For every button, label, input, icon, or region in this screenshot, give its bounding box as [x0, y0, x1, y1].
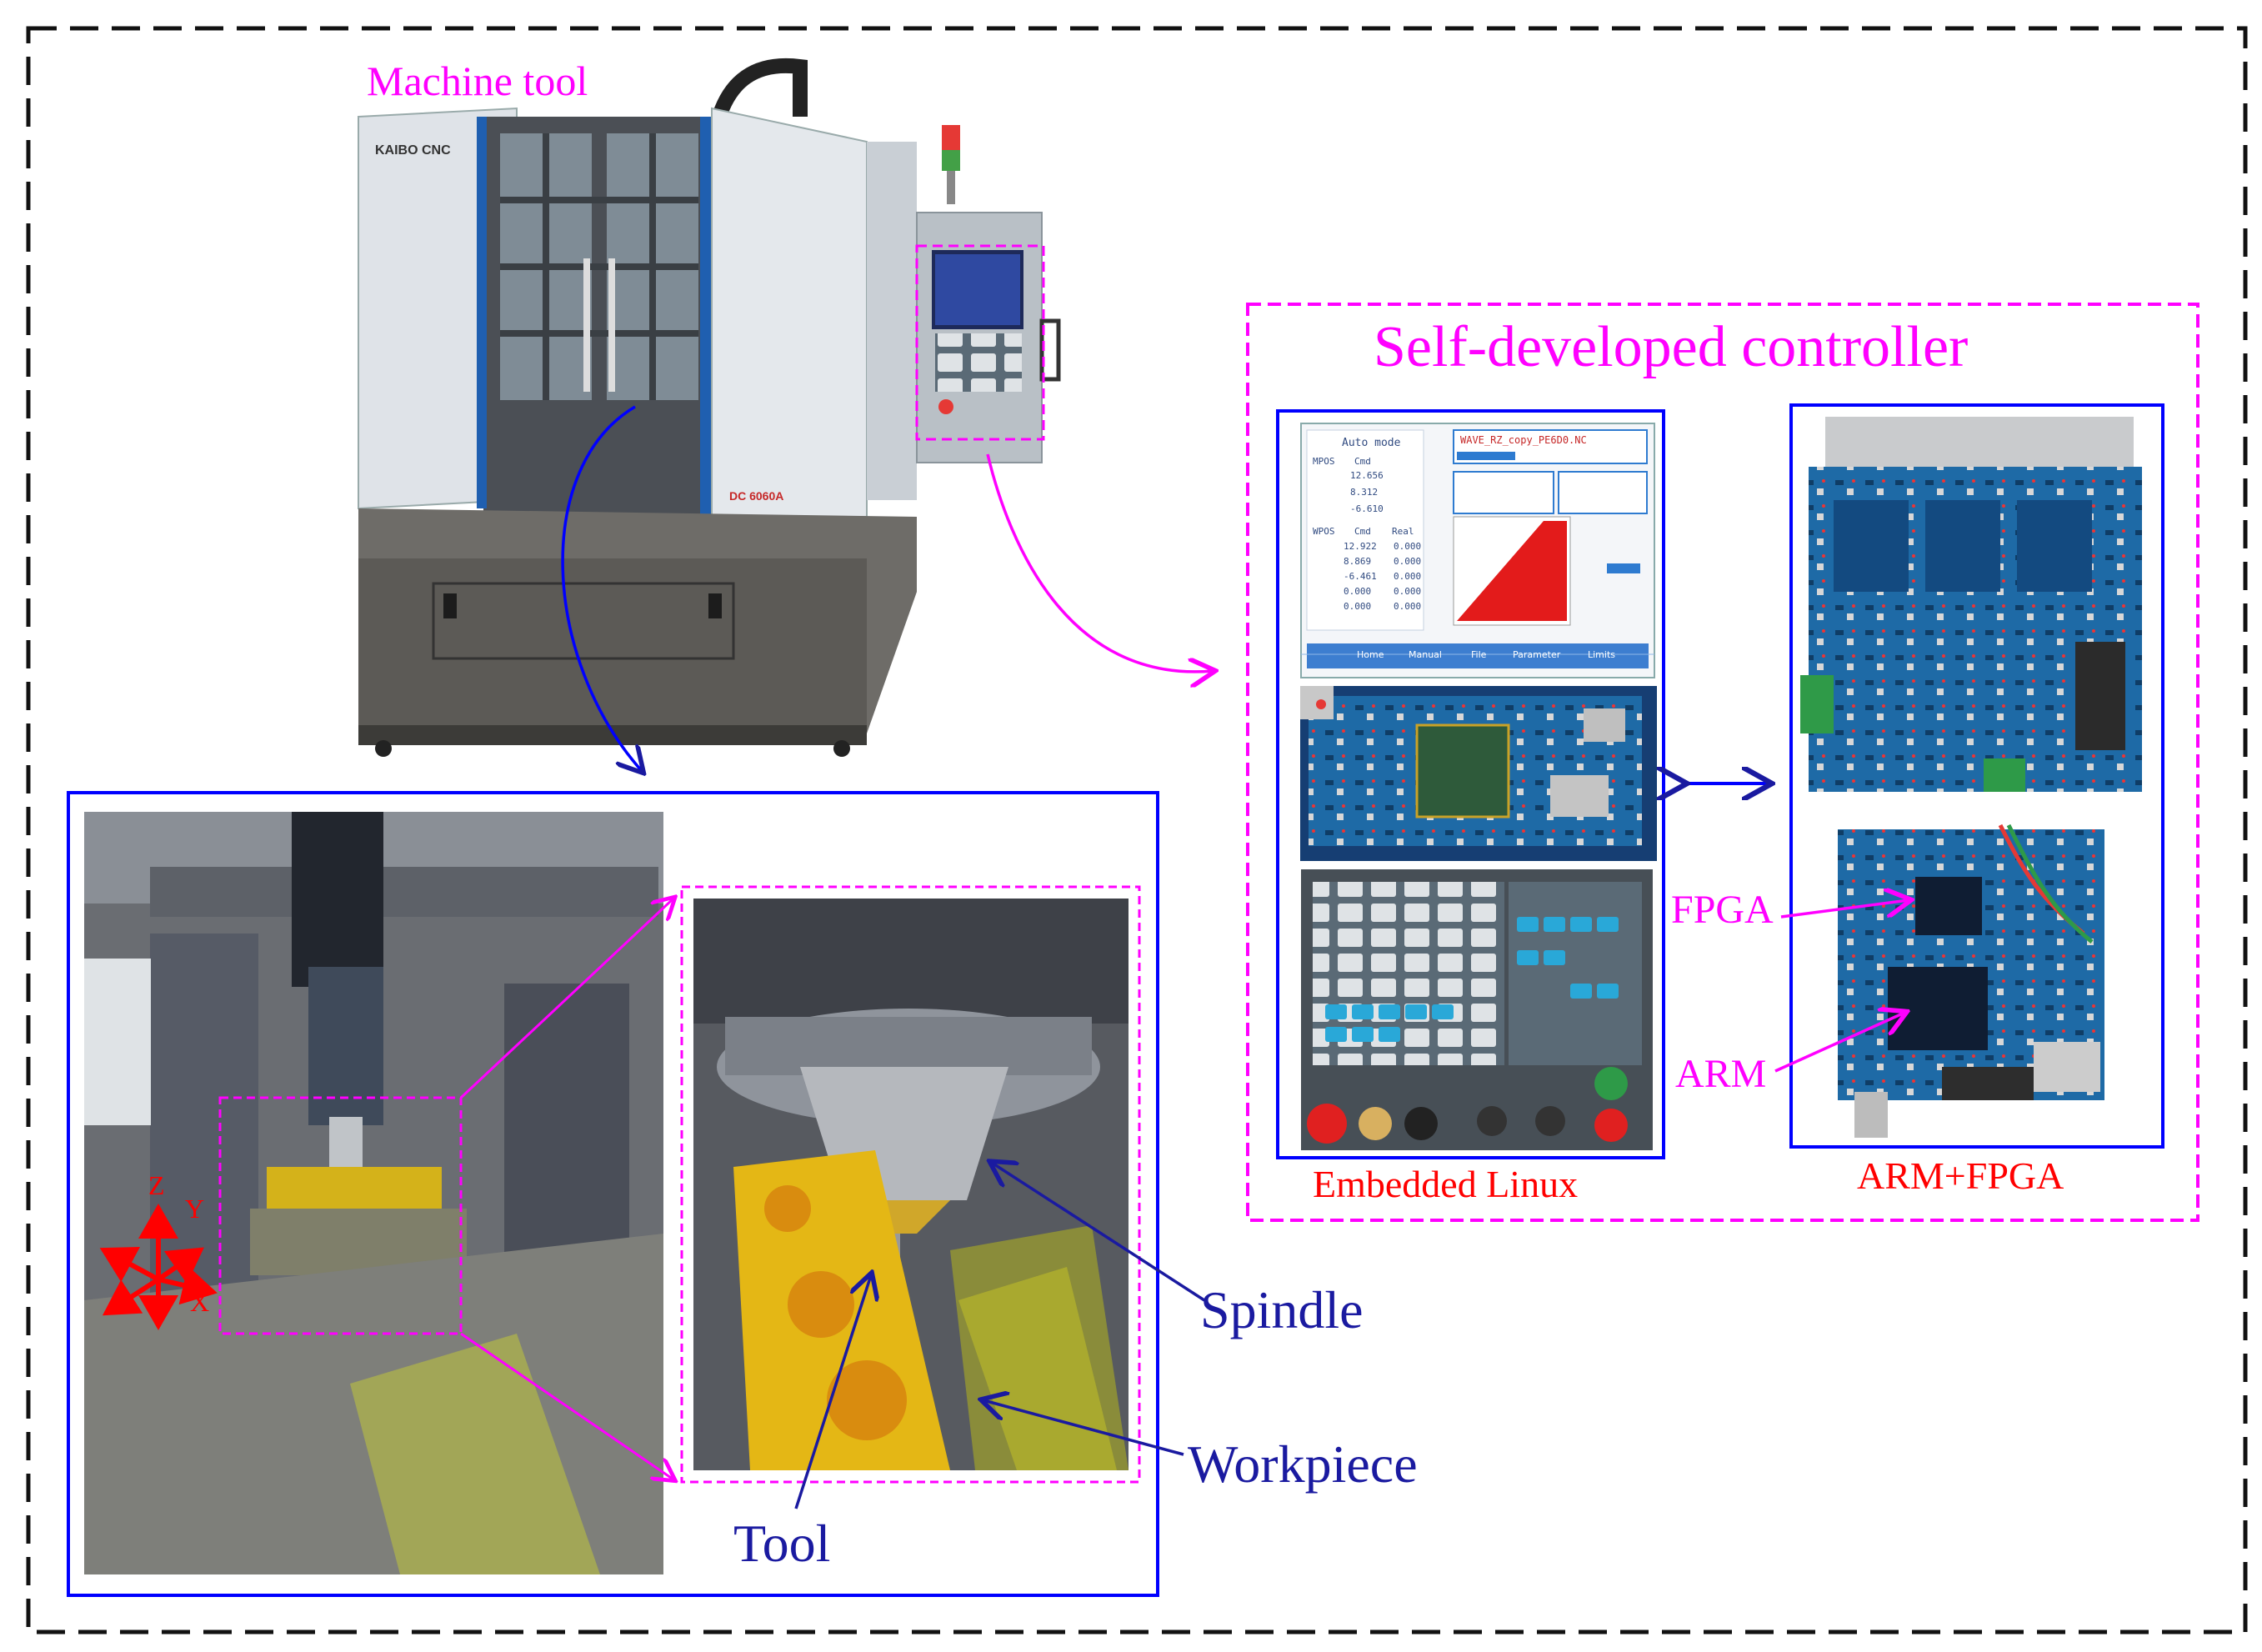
wpos-r0-c1: 0.000: [1394, 541, 1422, 552]
wpos-header-2: Real: [1392, 526, 1414, 537]
wpos-r0-c0: 12.922: [1344, 541, 1377, 552]
machining-overview-photo: [84, 812, 663, 1574]
wpos-header-0: WPOS: [1313, 526, 1335, 537]
mpos-value-2: -6.610: [1350, 503, 1384, 514]
machine-tool-image: KAIBO CNC DC 6060A: [358, 58, 1061, 757]
axis-y-label: Y: [185, 1194, 205, 1224]
controller-title: Self-developed controller: [1374, 315, 1969, 379]
mpos-header-1: Cmd: [1354, 456, 1371, 467]
wpos-r1-c0: 8.869: [1344, 556, 1372, 567]
keypad-panel-photo: [1301, 869, 1653, 1150]
axis-x-label: X: [190, 1287, 210, 1317]
wpos-r2-c1: 0.000: [1394, 571, 1422, 582]
machine-model: DC 6060A: [729, 489, 783, 503]
tool-label: Tool: [733, 1514, 831, 1573]
wpos-r1-c1: 0.000: [1394, 556, 1422, 567]
hmi-screen: [1300, 423, 1655, 678]
screen-file: WAVE_RZ_copy_PE6D0.NC: [1460, 434, 1587, 446]
driver-board-photo: [1800, 417, 2142, 792]
arm-fpga-board-photo: [1838, 823, 2104, 1138]
screen-button-limits: Limits: [1588, 649, 1615, 660]
workspace-panel: [67, 791, 1159, 1597]
arm-label: ARM: [1675, 1052, 1767, 1096]
mpos-value-1: 8.312: [1350, 487, 1379, 498]
spindle-label: Spindle: [1200, 1280, 1364, 1339]
machine-tool-label: Machine tool: [367, 58, 588, 104]
wpos-r4-c1: 0.000: [1394, 601, 1422, 612]
screen-button-manual: Manual: [1409, 649, 1442, 660]
wpos-r3-c0: 0.000: [1344, 586, 1372, 597]
mpos-value-0: 12.656: [1350, 470, 1384, 481]
fpga-label: FPGA: [1671, 888, 1774, 932]
axis-marker: [99, 1204, 218, 1330]
tool-closeup-photo: [680, 885, 1141, 1484]
arm-fpga-label: ARM+FPGA: [1857, 1154, 2064, 1197]
outer-frame: [26, 26, 2248, 1634]
workpiece-label: Workpiece: [1188, 1434, 1418, 1494]
arm-fpga-box: [1789, 403, 2164, 1149]
wpos-r4-c0: 0.000: [1344, 601, 1372, 612]
mpos-header-0: MPOS: [1313, 456, 1335, 467]
screen-button-file: File: [1471, 649, 1487, 660]
controller-frame: [1246, 303, 2199, 1222]
screen-mode: Auto mode: [1342, 437, 1401, 449]
screen-button-parameter: Parameter: [1513, 649, 1561, 660]
wpos-r2-c0: -6.461: [1344, 571, 1377, 582]
axis-z-label: Z: [148, 1170, 165, 1200]
embedded-board-photo: [1300, 686, 1657, 861]
wpos-header-1: Cmd: [1354, 526, 1371, 537]
machine-brand: KAIBO CNC: [375, 143, 451, 158]
wpos-r3-c1: 0.000: [1394, 586, 1422, 597]
screen-button-home: Home: [1357, 649, 1384, 660]
embedded-linux-label: Embedded Linux: [1313, 1163, 1579, 1205]
